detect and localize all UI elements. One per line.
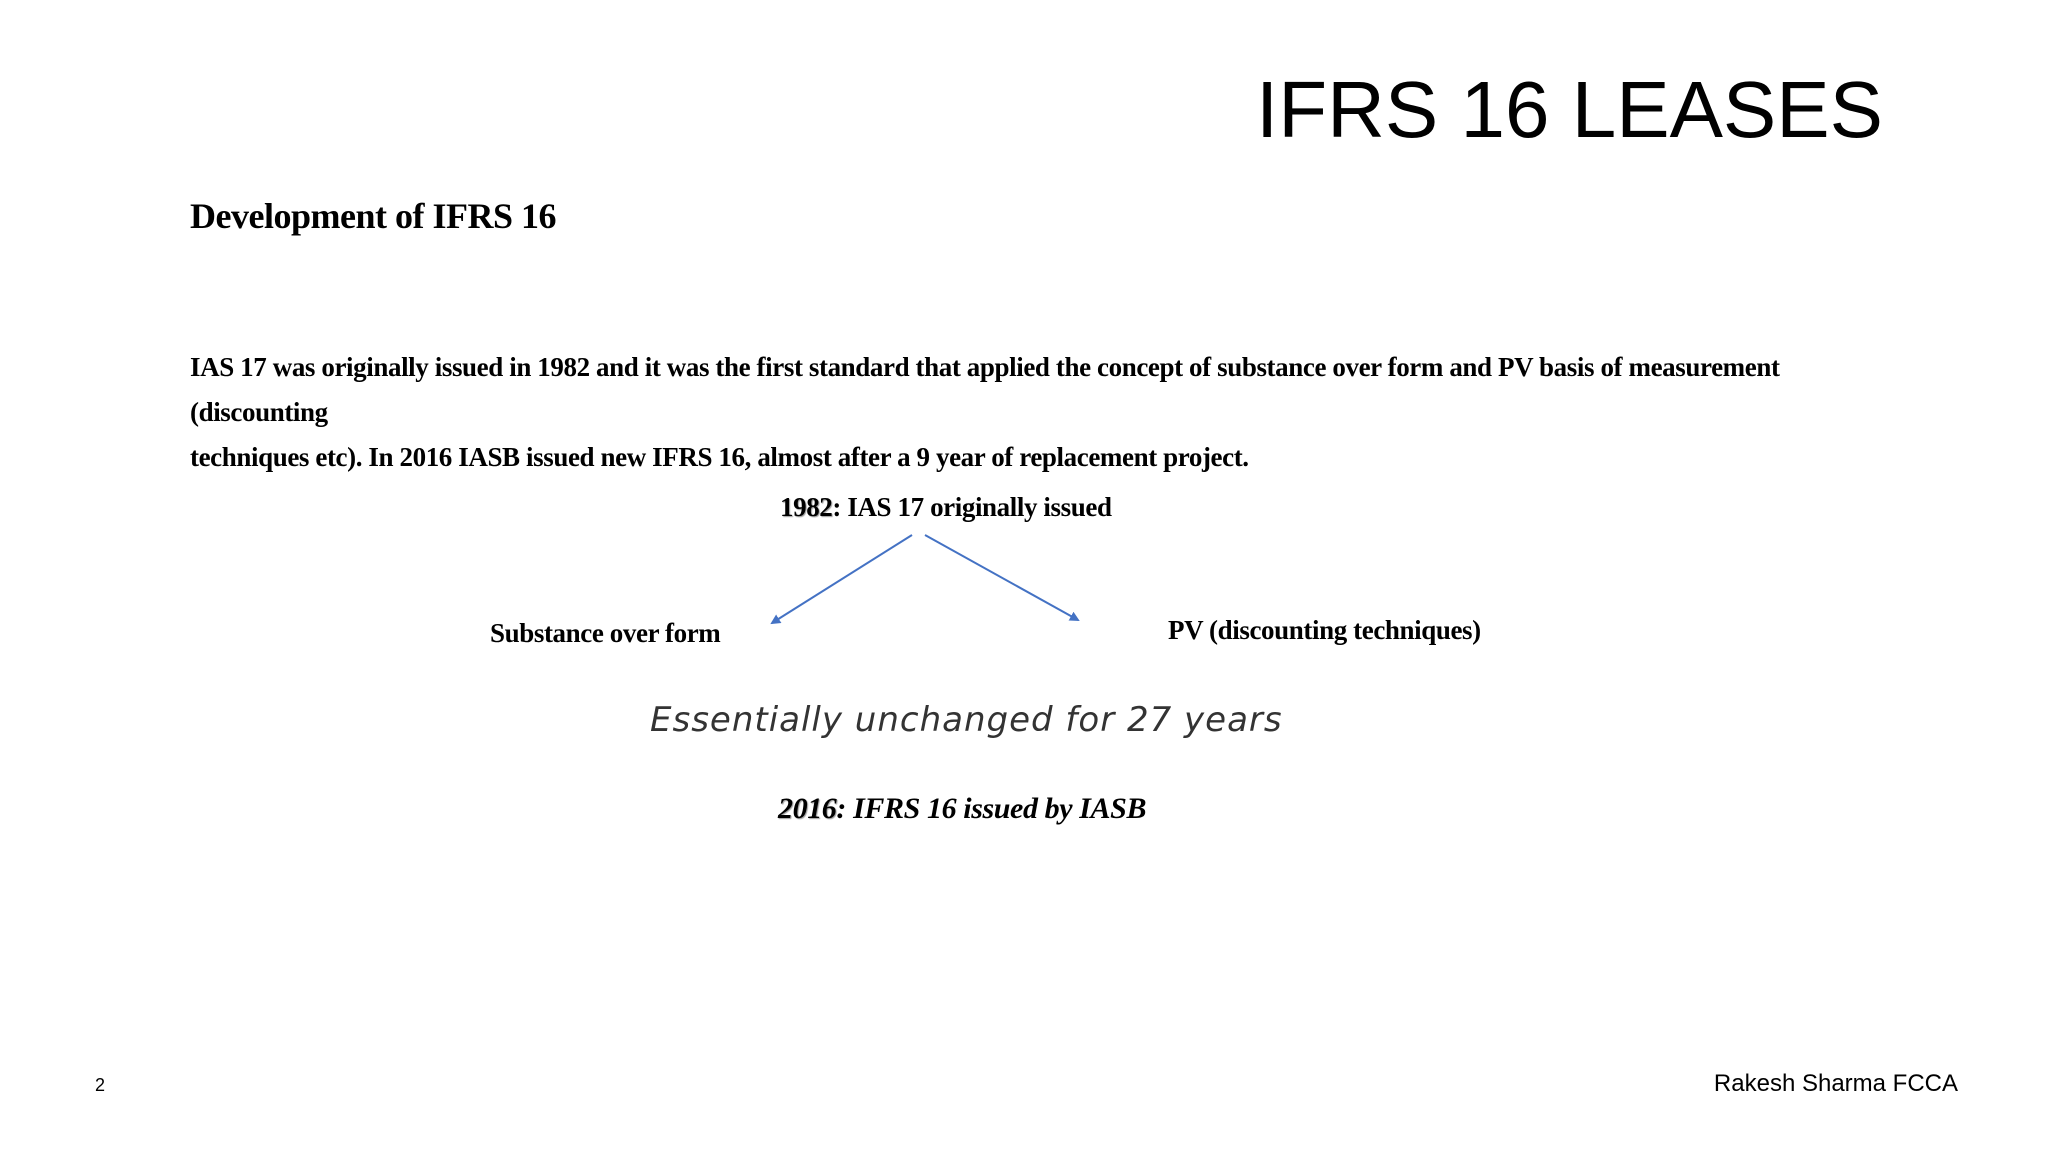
arrow-left [770, 534, 913, 625]
node-text-1982: : IAS 17 originally issued [832, 492, 1112, 522]
slide-title: IFRS 16 LEASES [1256, 65, 1883, 154]
diagram-node-pv: PV (discounting techniques) [1168, 615, 1481, 645]
node-text-2016: : IFRS 16 issued by IASB [836, 792, 1147, 825]
section-heading: Development of IFRS 16 [190, 196, 556, 236]
diagram-note: Essentially unchanged for 27 years [650, 700, 1283, 740]
diagram-node-2016: 2016: IFRS 16 issued by IASB [778, 792, 1146, 826]
arrow-right [924, 534, 1080, 621]
paragraph-line-2: techniques etc). In 2016 IASB issued new… [190, 442, 1249, 472]
diagram-node-substance: Substance over form [490, 618, 721, 648]
diagram-node-1982: 1982: IAS 17 originally issued [780, 492, 1112, 523]
author-credit: Rakesh Sharma FCCA [1713, 1070, 1958, 1097]
node-year-1982: 1982 [780, 492, 833, 522]
body-paragraph: IAS 17 was originally issued in 1982 and… [190, 345, 1880, 480]
node-year-2016: 2016 [778, 792, 837, 825]
slide-number: 2 [95, 1075, 106, 1095]
paragraph-line-1: IAS 17 was originally issued in 1982 and… [190, 352, 1780, 427]
